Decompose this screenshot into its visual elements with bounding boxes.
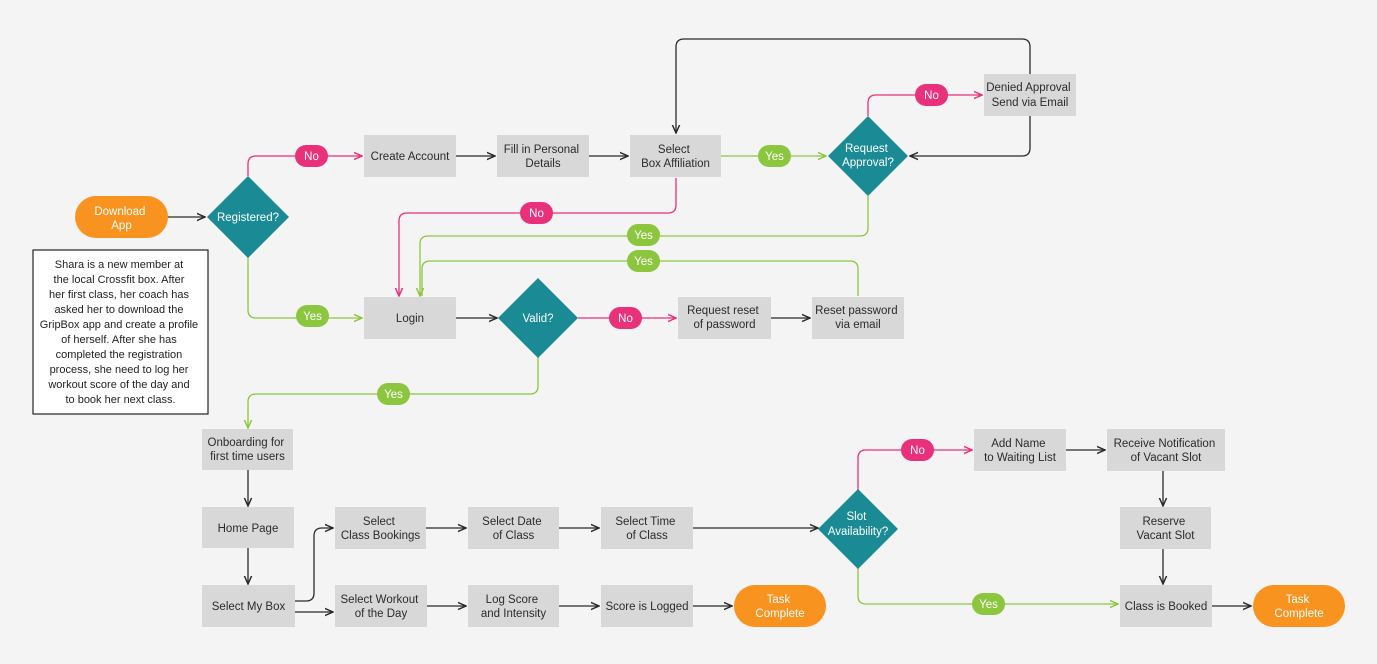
badge-yes-approval: Yes — [627, 224, 660, 246]
svg-text:Log Score and Intensity: Log Score and Intensity — [481, 594, 546, 620]
svg-text:Select Time of Class: Select Time of Class — [615, 516, 678, 542]
terminal-task-complete-workout: Task Complete — [734, 585, 826, 627]
svg-text:Task Complete: Task Complete — [1274, 594, 1323, 620]
svg-text:Select Class Bookings: Select Class Bookings — [341, 516, 421, 542]
process-create-account: Create Account — [364, 135, 456, 177]
svg-text:Select My Box: Select My Box — [212, 601, 286, 613]
process-class-is-booked: Class is Booked — [1120, 585, 1212, 627]
process-select-my-box: Select My Box — [202, 585, 295, 627]
svg-text:Yes: Yes — [765, 151, 784, 163]
arrow-slot-yes — [857, 568, 1118, 604]
badge-no-registered: No — [295, 145, 328, 167]
svg-text:Yes: Yes — [303, 311, 322, 323]
process-onboarding: Onboarding for first time users — [202, 429, 293, 470]
svg-text:Denied Approval Send via: Denied Approval Send via Email — [986, 82, 1074, 109]
process-add-to-waiting-list: Add Name to Waiting List — [974, 429, 1066, 471]
badge-yes-registered: Yes — [296, 305, 329, 327]
svg-text:No: No — [304, 151, 319, 163]
process-reset-password: Reset password via email — [812, 297, 904, 339]
process-login: Login — [364, 297, 456, 339]
svg-text:No: No — [910, 445, 925, 457]
svg-text:Yes: Yes — [634, 256, 653, 268]
process-receive-notification: Receive Notification of Vacant Slot — [1107, 429, 1225, 471]
badge-no-slot: No — [901, 439, 934, 461]
process-select-time: Select Time of Class — [601, 507, 693, 549]
svg-text:Download App: Download App — [94, 206, 148, 232]
svg-text:Valid?: Valid? — [522, 313, 553, 325]
svg-text:Onboarding for first tim: Onboarding for first time users — [208, 437, 288, 463]
process-denied-approval: Denied Approval Send via Email — [984, 74, 1076, 116]
process-request-reset: Request reset of password — [678, 297, 771, 339]
svg-text:Fill in Personal Details: Fill in Personal Details — [504, 144, 583, 170]
arrow-denied-to-select-box — [676, 38, 1031, 133]
svg-text:Reserve Vacant Slot: Reserve Vacant Slot — [1137, 516, 1196, 542]
svg-text:Create Account: Create Account — [371, 151, 450, 163]
svg-text:Select Workout of the Da: Select Workout of the Day — [341, 594, 422, 620]
svg-text:No: No — [618, 313, 633, 325]
svg-text:Yes: Yes — [979, 599, 998, 611]
process-select-box-affiliation: Select Box Affiliation — [630, 135, 721, 177]
svg-text:Select Box Affiliation: Select Box Affiliation — [641, 144, 710, 170]
process-fill-personal-details: Fill in Personal Details — [497, 135, 589, 177]
arrow-registered-yes — [247, 257, 362, 318]
svg-text:Request reset of passwor: Request reset of password — [687, 305, 762, 331]
badge-yes-slot: Yes — [972, 593, 1005, 615]
svg-text:No: No — [924, 90, 939, 102]
arrow-mybox-to-class-bookings — [295, 528, 333, 602]
svg-text:Select Date of Class: Select Date of Class — [482, 516, 545, 542]
svg-text:Receive Notification of: Receive Notification of Vacant Slot — [1114, 438, 1219, 464]
svg-text:Task Complete: Task Complete — [755, 594, 804, 620]
svg-text:Score is Logged: Score is Logged — [605, 601, 688, 613]
decision-slot-availability: Slot Availability? — [818, 489, 898, 569]
svg-text:Login: Login — [396, 313, 424, 325]
decision-registered: Registered? — [207, 176, 289, 258]
process-log-score: Log Score and Intensity — [468, 585, 559, 627]
badge-yes-valid: Yes — [377, 383, 410, 405]
terminal-download-app: Download App — [75, 196, 168, 238]
terminal-task-complete-booking: Task Complete — [1253, 585, 1345, 627]
process-select-workout: Select Workout of the Day — [335, 585, 427, 627]
arrow-registered-no — [247, 156, 362, 176]
svg-text:Registered?: Registered? — [217, 212, 279, 224]
svg-text:Reset password via email: Reset password via email — [815, 305, 901, 331]
badge-no-valid: No — [609, 307, 642, 329]
svg-text:Yes: Yes — [384, 389, 403, 401]
svg-text:No: No — [529, 208, 544, 220]
svg-text:Slot Availability?: Slot Availability? — [828, 511, 889, 538]
svg-text:Request Approval?: Request Approval? — [842, 143, 894, 169]
svg-text:Home Page: Home Page — [218, 523, 279, 535]
svg-text:Shara is a new member at: Shara is a new member at the local Cross… — [40, 259, 201, 406]
process-home-page: Home Page — [202, 507, 294, 548]
arrow-approval-no — [867, 95, 982, 116]
arrow-slot-no — [857, 450, 972, 490]
scenario-note: Shara is a new member at the local Cross… — [32, 249, 209, 415]
badge-no-approval: No — [915, 84, 948, 106]
process-reserve-vacant-slot: Reserve Vacant Slot — [1120, 507, 1211, 549]
process-select-class-bookings: Select Class Bookings — [335, 507, 426, 549]
decision-valid: Valid? — [498, 278, 578, 358]
decision-request-approval: Request Approval? — [828, 116, 908, 196]
arrow-denied-loop — [910, 116, 1031, 156]
svg-text:Yes: Yes — [634, 230, 653, 242]
svg-text:Add Name to Waiting List: Add Name to Waiting List — [984, 438, 1057, 464]
svg-text:Class is Booked: Class is Booked — [1125, 601, 1207, 613]
badge-yes-reset: Yes — [627, 250, 660, 272]
process-score-is-logged: Score is Logged — [601, 585, 693, 627]
process-select-date: Select Date of Class — [468, 507, 559, 549]
badge-yes-select-box: Yes — [758, 145, 791, 167]
badge-no-select-box: No — [520, 202, 553, 224]
